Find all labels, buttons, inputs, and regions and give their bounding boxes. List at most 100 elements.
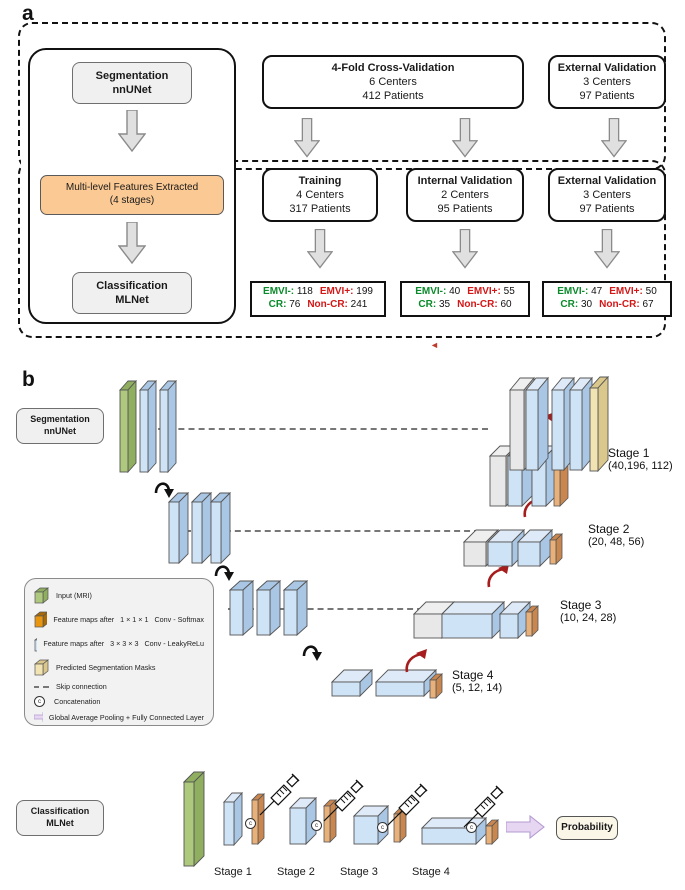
- cohort-box-internal-validation[interactable]: Internal Validation 2 Centers 95 Patient…: [406, 168, 524, 222]
- counts-training-cr-value: 76: [289, 299, 301, 310]
- counts-external-emvi-pos-label: EMVI+:: [609, 286, 643, 298]
- segmentation-nnunet-box[interactable]: Segmentation nnUNet: [72, 62, 192, 104]
- cohort-ext-top-title: External Validation: [557, 61, 657, 74]
- legend-row-softmax: Feature maps after 1 × 1 × 1 Conv - Soft…: [34, 611, 204, 628]
- legend-skip-label: Skip connection: [56, 682, 107, 691]
- legend-row-input: Input (MRI): [34, 587, 204, 604]
- cohort-training-centers: 4 Centers: [296, 188, 344, 201]
- cohort-cv-patients: 412 Patients: [362, 90, 424, 103]
- skip-connection-level-1: [148, 428, 488, 430]
- panel-b-legend: Input (MRI) Feature maps after 1 × 1 × 1…: [24, 578, 214, 726]
- cohort-ext-top-centers: 3 Centers: [583, 75, 631, 88]
- counts-external-cr-line: CR: 30 Non-CR: 67: [560, 299, 653, 312]
- cohort-internal-centers: 2 Centers: [441, 188, 489, 201]
- counts-box-external[interactable]: EMVI-: 47 EMVI+: 50 CR: 30 Non-CR: 67: [542, 281, 672, 317]
- cohort-internal-patients: 95 Patients: [437, 203, 493, 216]
- legend-concat-label: Concatenation: [54, 697, 101, 706]
- counts-internal-emvi-pos-value: 55: [503, 286, 515, 298]
- classification-mlnet-line1: Classification: [96, 279, 168, 292]
- segmentation-nnunet-line2: nnUNet: [112, 84, 152, 96]
- legend-blue-swatch-icon: [34, 637, 38, 652]
- encoder-level2-stack: [167, 490, 245, 572]
- arrow-features-to-classification: [118, 222, 146, 264]
- classification-mlnet-box[interactable]: Classification MLNet: [72, 272, 192, 314]
- panel-b-segmentation-label-box[interactable]: Segmentation nnUNet: [16, 408, 104, 444]
- cohort-box-training[interactable]: Training 4 Centers 317 Patients: [262, 168, 378, 222]
- probability-label: Probability: [561, 821, 613, 833]
- panel-a-classification-region: [18, 160, 666, 338]
- counts-external-emvi-neg-value: 47: [591, 286, 603, 298]
- counts-box-training[interactable]: EMVI-: 118 EMVI+: 199 CR: 76 Non-CR: 241: [250, 281, 386, 317]
- downsample-arrow-1-icon: [152, 477, 178, 508]
- counts-internal-cr-value: 35: [438, 299, 451, 310]
- cohort-training-title: Training: [298, 174, 342, 187]
- legend-row-masks: Predicted Segmentation Masks: [34, 659, 204, 676]
- legend-input-label: Input (MRI): [56, 591, 92, 600]
- cohort-cv-title: 4-Fold Cross-Validation: [331, 61, 455, 74]
- panel-b-classification-label-box[interactable]: Classification MLNet: [16, 800, 104, 836]
- legend-green-swatch-icon: [34, 587, 49, 604]
- counts-internal-noncr-label: Non-CR:: [457, 299, 498, 310]
- panel-b-cls-line2: MLNet: [46, 818, 74, 828]
- panel-b-seg-line1: Segmentation: [30, 414, 90, 425]
- counts-training-emvi-line: EMVI-: 118 EMVI+: 199: [263, 286, 373, 299]
- counts-training-emvi-pos-label: EMVI+:: [319, 286, 354, 298]
- counts-internal-noncr-value: 60: [500, 299, 512, 310]
- legend-leakyrelu-kernel: 3 × 3 × 3: [110, 639, 139, 648]
- dashed-merge-mask: [21, 155, 29, 173]
- concat-circle-stage2-icon: c: [311, 820, 322, 831]
- probability-box[interactable]: Probability: [556, 816, 618, 840]
- stage-4-label: Stage 4 (5, 12, 14): [452, 668, 502, 696]
- legend-row-concat: c Concatenation: [34, 696, 204, 707]
- cohort-box-external-validation-bottom[interactable]: External Validation 3 Centers 97 Patient…: [548, 168, 666, 222]
- cohort-cv-centers: 6 Centers: [369, 75, 417, 88]
- cohort-ext-top-patients: 97 Patients: [579, 90, 635, 103]
- stage-4-name: Stage 4: [452, 668, 494, 682]
- arrow-cv-to-training: [294, 118, 320, 158]
- segmentation-nnunet-line1: Segmentation: [95, 69, 169, 82]
- counts-box-internal[interactable]: EMVI-: 40 EMVI+: 55 CR: 35 Non-CR: 60: [400, 281, 530, 317]
- bottom-stage-2-label: Stage 2: [277, 866, 315, 878]
- syringe-stage2-icon: [322, 778, 368, 829]
- stage-2-label: Stage 2 (20, 48, 56): [588, 522, 644, 550]
- counts-internal-emvi-neg-value: 40: [449, 286, 461, 298]
- counts-training-cr-line: CR: 76 Non-CR: 241: [269, 299, 368, 312]
- arrow-internal-to-counts: [452, 229, 478, 269]
- counts-external-cr-value: 30: [580, 299, 593, 310]
- counts-internal-emvi-neg-label: EMVI-:: [415, 286, 447, 298]
- panel-b-seg-line2: nnUNet: [44, 426, 76, 436]
- cohort-ext-bottom-patients: 97 Patients: [579, 203, 635, 216]
- legend-row-gap: Global Average Pooling + Fully Connected…: [34, 712, 204, 722]
- panel-b-cls-line1: Classification: [30, 806, 90, 817]
- cohort-ext-bottom-title: External Validation: [557, 174, 657, 187]
- counts-internal-cr-label: CR:: [418, 299, 437, 310]
- legend-masks-label: Predicted Segmentation Masks: [56, 663, 156, 672]
- upsample-arrow-4-icon: [400, 645, 430, 680]
- counts-training-cr-label: CR:: [268, 299, 287, 310]
- encoder-level1-stack: [118, 378, 190, 478]
- upsample-arrow-3-icon: [482, 560, 512, 595]
- cohort-box-cross-validation[interactable]: 4-Fold Cross-Validation 6 Centers 412 Pa…: [262, 55, 524, 109]
- panel-b-letter: b: [22, 368, 35, 391]
- counts-training-noncr-value: 241: [350, 299, 368, 310]
- cohort-box-external-validation-top[interactable]: External Validation 3 Centers 97 Patient…: [548, 55, 666, 109]
- skip-connection-level-3: [228, 608, 433, 610]
- encoder-level3-stack: [228, 578, 314, 644]
- cohort-internal-title: Internal Validation: [417, 174, 513, 187]
- counts-internal-cr-line: CR: 35 Non-CR: 60: [418, 299, 511, 312]
- classification-input-slab: [182, 770, 210, 870]
- encoder-level4-stack: [330, 660, 448, 704]
- arrow-segmentation-to-features: [118, 110, 146, 152]
- decoder-level3-stack: [412, 590, 554, 652]
- concat-circle-stage3-icon: c: [377, 822, 388, 833]
- features-line1: Multi-level Features Extracted: [65, 182, 199, 194]
- features-line2: (4 stages): [109, 195, 155, 206]
- counts-external-emvi-pos-value: 50: [645, 286, 657, 298]
- stage-1-dims: (40,196, 112): [608, 460, 673, 473]
- arrow-external-top-to-bottom: [601, 118, 627, 158]
- legend-purple-arrow-icon: [34, 712, 43, 722]
- stage-3-name: Stage 3: [560, 598, 602, 612]
- counts-external-cr-label: CR:: [560, 299, 579, 310]
- legend-orange-swatch-icon: [34, 611, 48, 628]
- multilevel-features-box[interactable]: Multi-level Features Extracted (4 stages…: [40, 175, 224, 215]
